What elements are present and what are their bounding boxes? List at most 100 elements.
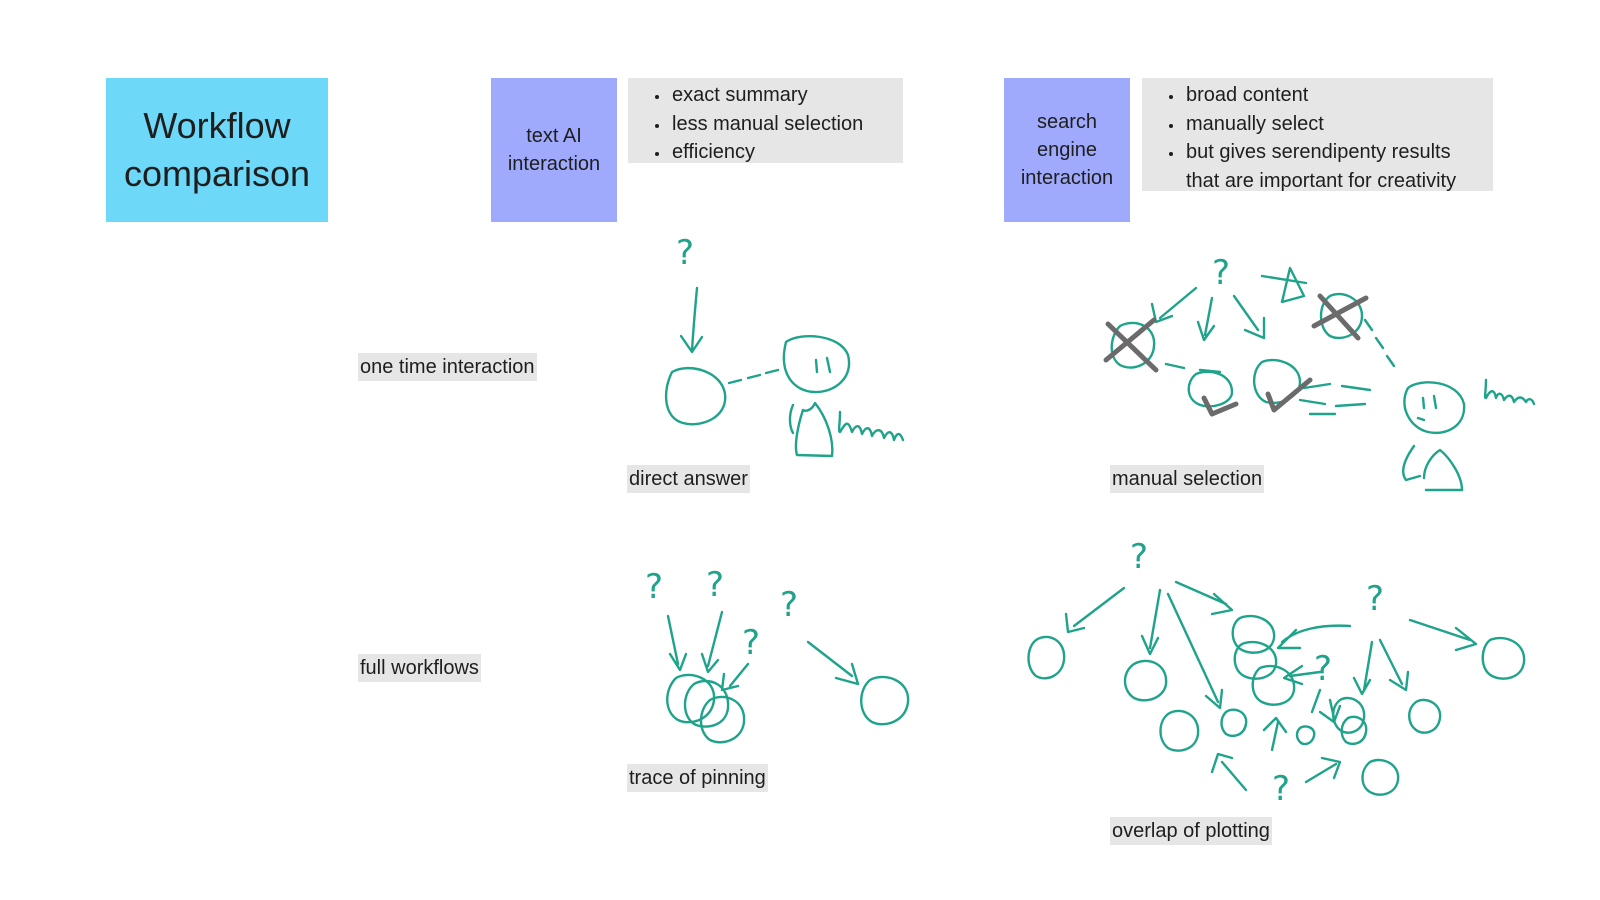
question-mark: ? (1314, 649, 1332, 689)
result-circle (1295, 725, 1316, 746)
question-mark: ? (1130, 537, 1148, 577)
caption-trace-of-pinning[interactable]: trace of pinning (627, 764, 768, 792)
result-circle (1220, 708, 1248, 738)
arrow (806, 640, 860, 686)
dashed-link (1164, 362, 1222, 374)
question-mark: ? (676, 233, 694, 273)
result-circle (1319, 292, 1364, 340)
overlap-of-plotting-sketch: ? ? ? ? (1027, 537, 1526, 809)
arrow (1304, 756, 1342, 784)
person-arm (788, 403, 795, 435)
result-circle (1332, 696, 1366, 734)
question-mark: ? (742, 623, 760, 663)
result-circle (1159, 709, 1200, 752)
person-head (782, 335, 851, 394)
result-circle (1361, 758, 1400, 796)
search-engine-bullet-list[interactable]: broad content manually select but gives … (1142, 78, 1493, 192)
result-circle (1231, 614, 1276, 654)
bullet-item: exact summary (670, 81, 891, 110)
bullet-item: manually select (1184, 110, 1481, 139)
search-engine-line-3: interaction (1020, 167, 1114, 189)
scribble-hmm (837, 410, 905, 442)
arrow (1352, 640, 1374, 696)
cross-marks (1103, 293, 1369, 373)
dashed-link (1298, 382, 1372, 416)
result-circle (1233, 640, 1278, 680)
scribble-hmm (1483, 378, 1536, 406)
arrow (1150, 286, 1198, 324)
result-circle (1340, 715, 1368, 746)
text-ai-bullet-list[interactable]: exact summary less manual selection effi… (628, 78, 903, 163)
dashed-link (1363, 318, 1396, 368)
result-circle (1187, 370, 1234, 408)
pin-circle (699, 695, 746, 744)
arrow (1282, 664, 1322, 686)
bullet-item: broad content (1184, 81, 1481, 110)
check-mark (1201, 395, 1239, 417)
arrow (666, 614, 688, 672)
title-line-1: Workflow (143, 105, 291, 146)
check-mark (1265, 377, 1313, 413)
cross-mark (1311, 293, 1369, 341)
result-circle (1123, 659, 1168, 702)
arrow (1196, 296, 1216, 342)
answer-circle (860, 675, 910, 726)
pin-circle (666, 673, 716, 724)
question-mark: ? (1366, 579, 1384, 619)
arrow (1210, 752, 1248, 792)
caption-overlap-of-plotting[interactable]: overlap of plotting (1110, 817, 1272, 845)
answer-circle (664, 367, 727, 426)
text-ai-interaction-note[interactable]: text AI interaction (491, 78, 617, 222)
title-sticky-note[interactable]: Workflow comparison (106, 78, 328, 222)
arrow (1378, 638, 1410, 692)
row-label-full-workflows[interactable]: full workflows (358, 654, 481, 682)
person-body (794, 401, 834, 458)
question-mark: ? (1272, 769, 1290, 809)
question-mark: ? (645, 567, 663, 607)
person-face (814, 356, 832, 374)
arrow (1260, 266, 1308, 304)
search-engine-interaction-note[interactable]: search engine interaction (1004, 78, 1130, 222)
question-mark: ? (706, 565, 724, 605)
caption-direct-answer[interactable]: direct answer (627, 465, 750, 493)
arrow (720, 662, 750, 692)
trace-of-pinning-sketch: ? ? ? ? (645, 565, 910, 744)
text-ai-line-2: interaction (507, 153, 601, 175)
person-body (1422, 448, 1464, 492)
check-marks (1201, 377, 1313, 417)
caption-manual-selection[interactable]: manual selection (1110, 465, 1265, 493)
person-arm (1402, 444, 1422, 482)
person-face (1416, 394, 1438, 422)
arrow (700, 610, 724, 674)
cross-mark (1103, 317, 1159, 373)
arrow (1262, 716, 1288, 752)
bullet-item: less manual selection (670, 110, 891, 139)
arrow (1276, 624, 1352, 650)
arrow (1174, 580, 1234, 616)
result-circle (1251, 664, 1296, 706)
result-circle (1110, 321, 1156, 369)
search-engine-line-2: engine (1036, 139, 1098, 161)
arrow (1408, 618, 1478, 652)
arrow (1232, 294, 1266, 340)
bullet-item: but gives serendipenty results that are … (1184, 138, 1481, 195)
result-circle (1481, 636, 1526, 680)
search-engine-line-1: search (1036, 111, 1098, 133)
result-circle (1027, 635, 1066, 680)
row-label-one-time-interaction[interactable]: one time interaction (358, 353, 537, 381)
bullet-item: efficiency (670, 138, 891, 167)
question-mark: ? (780, 585, 798, 625)
dashed-link (727, 368, 780, 385)
direct-answer-sketch: ? (664, 233, 905, 458)
title-line-2: comparison (123, 153, 311, 194)
manual-selection-sketch: ? (1103, 253, 1536, 492)
text-ai-line-1: text AI (526, 125, 582, 147)
arrow (1140, 588, 1162, 656)
result-circle (1408, 698, 1442, 734)
pin-circle (683, 679, 730, 728)
person-head (1403, 381, 1466, 435)
question-mark: ? (1212, 253, 1230, 293)
arrow (1064, 586, 1126, 634)
